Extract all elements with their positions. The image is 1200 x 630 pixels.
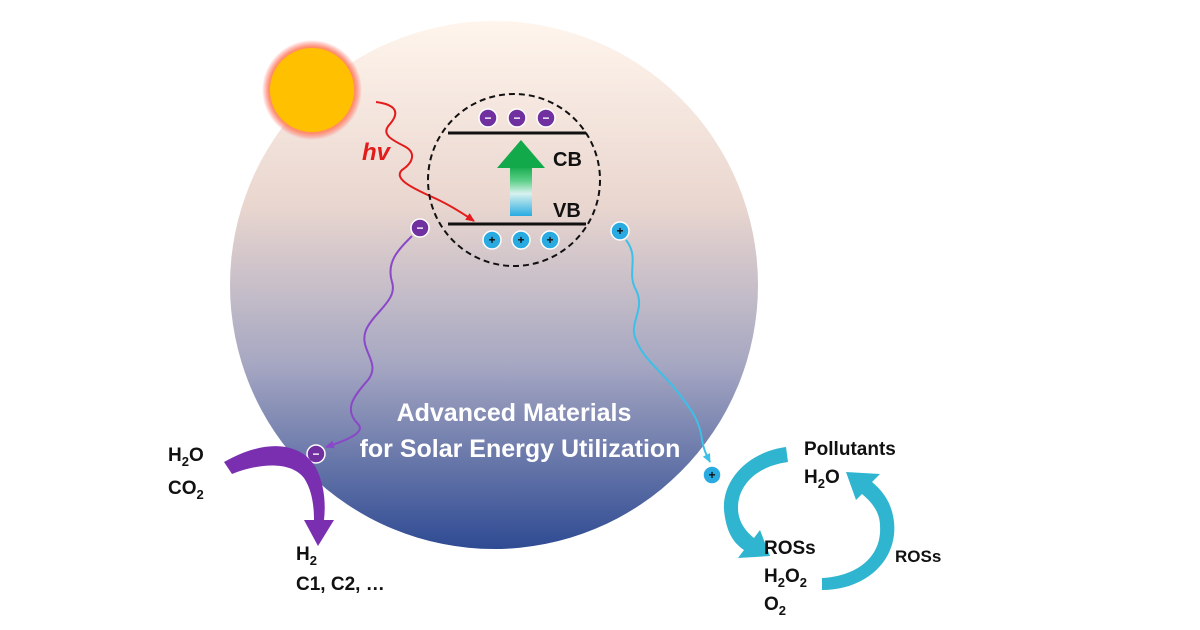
hole-sign: +: [616, 224, 623, 238]
electron-particle: −: [478, 108, 498, 128]
title-line-2: for Solar Energy Utilization: [360, 435, 681, 463]
oxidation-ross-product: ROSs: [764, 538, 816, 559]
electron-sign: −: [416, 221, 423, 235]
hole-sign: +: [546, 233, 553, 247]
oxidation-pollutants: Pollutants: [804, 439, 896, 460]
hole-particle: +: [482, 230, 502, 250]
product-h2: H2: [296, 544, 317, 568]
electron-particle: −: [507, 108, 527, 128]
electron-migration-path: [325, 235, 413, 449]
hole-particle: +: [511, 230, 531, 250]
electron-sign: −: [312, 447, 319, 461]
surface-hole: +: [702, 465, 722, 485]
product-hydrocarbons: C1, C2, …: [296, 574, 385, 595]
surface-electron: −: [306, 444, 326, 464]
hole-sign: +: [708, 468, 715, 482]
photon-arrow: [375, 101, 475, 222]
conduction-band-label: CB: [553, 149, 582, 171]
title-line-1: Advanced Materials: [397, 399, 632, 427]
semiconductor-sphere: [230, 21, 758, 549]
oxidation-o2: O2: [764, 594, 786, 618]
electron-sign: −: [542, 111, 549, 125]
migrating-electron: −: [410, 218, 430, 238]
electron-particle: −: [536, 108, 556, 128]
oxidation-ross-side: ROSs: [895, 547, 941, 566]
oxidation-h2o: H2O: [804, 467, 840, 491]
sun-icon: [262, 40, 362, 140]
hole-sign: +: [488, 233, 495, 247]
migrating-hole: +: [610, 221, 630, 241]
oxidation-cycle-arrow-left: [723, 447, 788, 558]
oxidation-cycle-arrow-right: [822, 472, 895, 590]
hole-migration-path: [625, 239, 711, 463]
oxidation-h2o2: H2O2: [764, 566, 807, 590]
hole-sign: +: [517, 233, 524, 247]
electron-sign: −: [513, 111, 520, 125]
electron-sign: −: [484, 111, 491, 125]
reactant-h2o: H2O: [168, 445, 204, 469]
excitation-arrow: [497, 140, 545, 216]
hole-particle: +: [540, 230, 560, 250]
reactant-co2: CO2: [168, 478, 204, 502]
band-structure-circle: [427, 93, 601, 267]
reduction-arrow: [224, 446, 334, 546]
valence-band-label: VB: [553, 200, 581, 222]
photon-label: hv: [362, 139, 392, 166]
